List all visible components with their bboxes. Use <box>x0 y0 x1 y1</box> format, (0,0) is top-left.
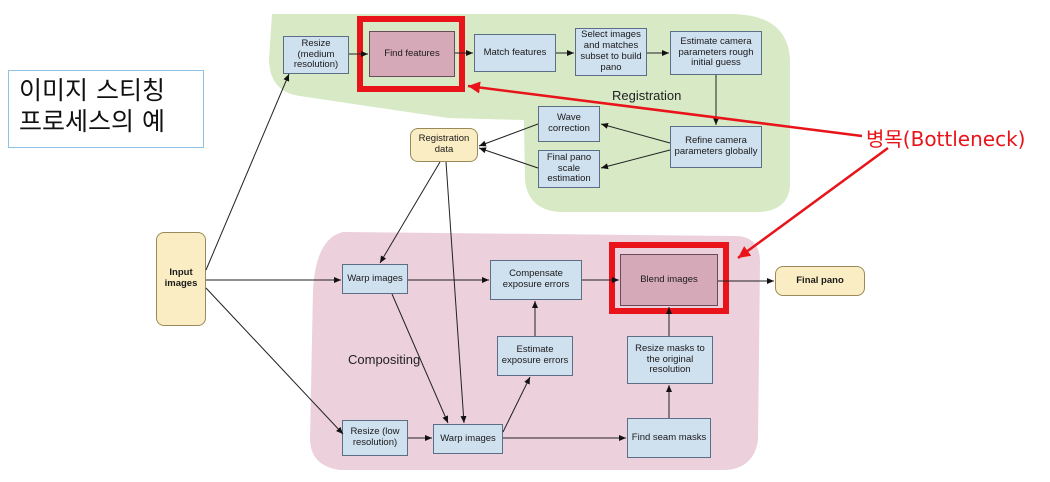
arrow-registration-to-warp-bottom <box>445 161 467 424</box>
arrow-wave-to-registration-data <box>478 123 539 147</box>
arrow-warp-bottom-to-estimate <box>502 376 531 433</box>
resize-low-node: Resize (low resolution) <box>342 420 408 456</box>
bottleneck-arrow-to-find-features <box>467 81 863 138</box>
bottleneck-label: 병목(Bottleneck) <box>866 127 1026 151</box>
match-features-node: Match features <box>474 34 556 72</box>
registration-data-node: Registration data <box>410 128 478 162</box>
blend-images-node: Blend images <box>620 254 718 306</box>
warp-images-top-node: Warp images <box>342 264 408 294</box>
estimate-camera-node: Estimate camera parameters rough initial… <box>670 31 762 75</box>
arrow-input-to-resize-low <box>205 287 344 435</box>
final-pano-scale-node: Final pano scale estimation <box>538 150 600 188</box>
compensate-exposure-node: Compensate exposure errors <box>490 260 582 300</box>
compositing-label: Compositing <box>348 352 421 367</box>
find-features-node: Find features <box>369 31 455 77</box>
select-images-node: Select images and matches subset to buil… <box>575 28 647 76</box>
title-line-2: 프로세스의 예 <box>19 107 165 136</box>
input-images-node: Input images <box>156 232 206 326</box>
estimate-exposure-node: Estimate exposure errors <box>497 336 573 376</box>
registration-label: Registration <box>612 88 682 103</box>
warp-images-bottom-node: Warp images <box>433 424 503 454</box>
arrow-scale-to-registration-data <box>478 147 539 169</box>
arrow-refine-to-scale <box>600 149 671 170</box>
final-pano-node: Final pano <box>775 266 865 296</box>
arrow-resize-medium-to-warp-bottom <box>391 293 449 424</box>
resize-masks-node: Resize masks to the original resolution <box>627 336 713 384</box>
refine-camera-node: Refine camera parameters globally <box>670 126 762 168</box>
bottleneck-arrow-to-blend-images <box>737 146 889 260</box>
page-title: 이미지 스티칭 프로세스의 예 <box>8 70 204 148</box>
arrow-refine-to-wave <box>600 122 671 144</box>
arrow-registration-to-warp-top <box>379 161 441 264</box>
find-seam-masks-node: Find seam masks <box>627 418 711 458</box>
resize-medium-node: Resize (medium resolution) <box>283 36 349 74</box>
arrow-input-to-resize-medium <box>205 73 290 271</box>
title-line-1: 이미지 스티칭 <box>19 76 165 105</box>
wave-correction-node: Wave correction <box>538 106 600 142</box>
